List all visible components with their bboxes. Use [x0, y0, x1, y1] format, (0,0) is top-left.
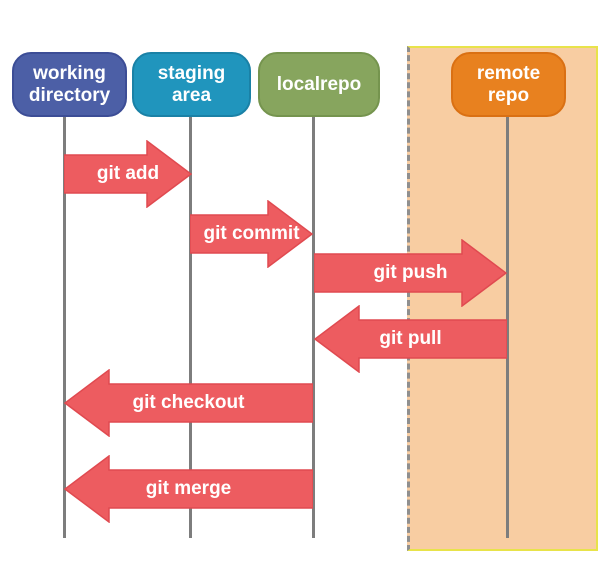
node-localrepo: localrepo: [258, 52, 380, 117]
lifeline-working-directory: [63, 117, 66, 538]
node-remote-repo-label: remote repo: [476, 62, 541, 106]
arrow-git-add-label: git add: [96, 163, 160, 184]
arrow-git-checkout-label: git checkout: [132, 392, 245, 413]
arrow-git-checkout-shape: [64, 369, 313, 437]
arrow-git-pull: git pull: [314, 305, 507, 373]
arrow-git-push-label: git push: [373, 262, 448, 283]
node-staging-area: staging area: [132, 52, 251, 117]
arrow-git-checkout: git checkout: [64, 369, 313, 437]
arrow-git-add: git add: [64, 140, 192, 208]
arrow-git-add-shape: [64, 140, 192, 208]
arrow-git-pull-shape: [314, 305, 507, 373]
arrow-git-merge: git merge: [64, 455, 313, 523]
node-localrepo-label: localrepo: [276, 73, 362, 95]
remote-repo-panel: [407, 46, 598, 551]
arrow-git-merge-shape: [64, 455, 313, 523]
arrow-git-push-shape: [314, 239, 507, 307]
node-working-directory: working directory: [12, 52, 127, 117]
node-staging-area-label: staging area: [157, 62, 226, 106]
arrow-git-commit-label: git commit: [203, 223, 300, 244]
node-remote-repo: remote repo: [451, 52, 566, 117]
arrow-git-commit-shape: [190, 200, 313, 268]
arrow-git-commit: git commit: [190, 200, 313, 268]
lifeline-localrepo: [312, 117, 315, 538]
arrow-git-merge-label: git merge: [145, 478, 232, 499]
arrow-git-pull-label: git pull: [379, 328, 442, 349]
node-working-directory-label: working directory: [28, 62, 111, 106]
arrow-git-push: git push: [314, 239, 507, 307]
lifeline-remote-repo: [506, 117, 509, 538]
lifeline-staging-area: [189, 117, 192, 538]
